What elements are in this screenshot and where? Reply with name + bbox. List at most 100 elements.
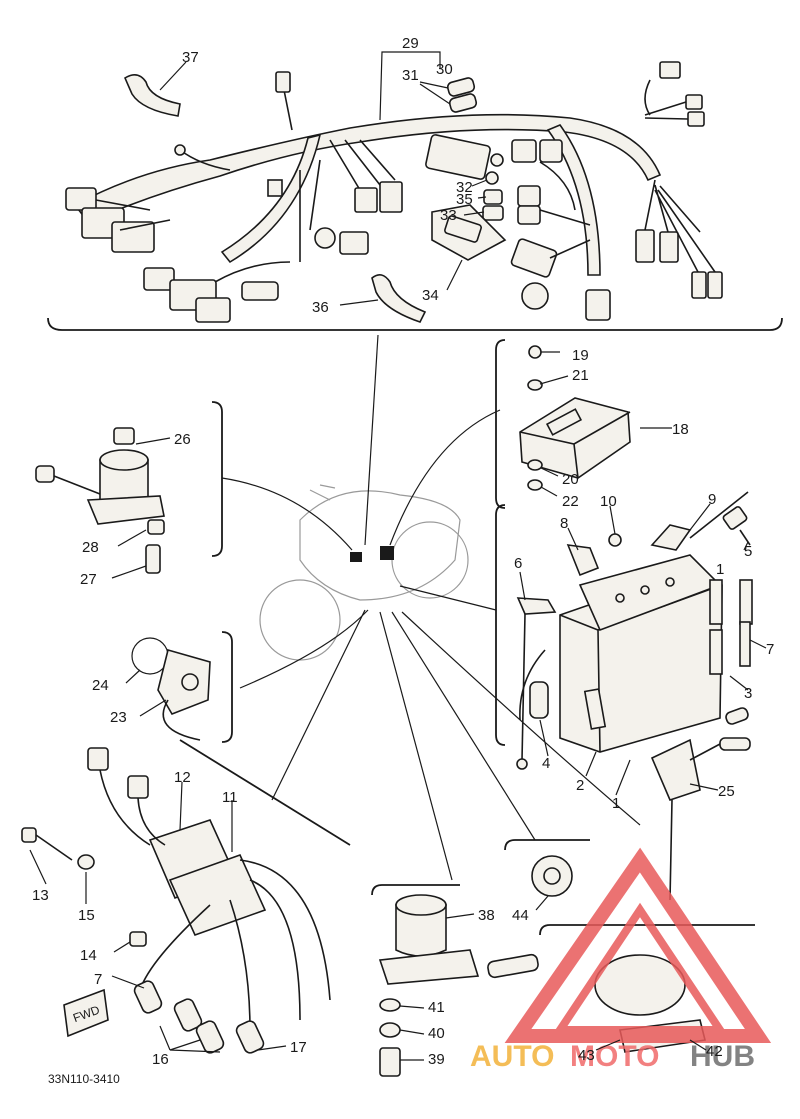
harness-branch-left	[220, 133, 322, 264]
harness-panel-bracket	[47, 317, 783, 331]
callout-1: 1	[716, 561, 724, 578]
damper-33	[482, 205, 504, 221]
main-switch-panel	[35, 401, 223, 574]
battery-band-8	[566, 544, 600, 577]
callout-7-ign: 7	[94, 971, 102, 988]
key-26	[35, 465, 55, 483]
callout-1b: 1	[612, 795, 620, 812]
callout-9: 9	[708, 491, 716, 508]
harness-branch-right	[546, 124, 601, 276]
callout-4: 4	[542, 755, 550, 772]
callout-33: 33	[440, 207, 457, 224]
watermark: AUTO MOTO HUB	[470, 847, 772, 1073]
callout-29: 29	[402, 35, 419, 52]
callout-12: 12	[174, 769, 191, 786]
collar-22	[527, 479, 543, 491]
callout-leaders	[29, 51, 767, 1061]
callout-40: 40	[428, 1025, 445, 1042]
battery-panel-bracket	[495, 504, 506, 746]
breather-pipe-1	[709, 579, 723, 625]
callout-3: 3	[744, 685, 752, 702]
horn-panel	[504, 839, 590, 897]
nut-20	[527, 459, 543, 471]
pickup-panel	[131, 631, 233, 743]
fwd-arrow-marker	[63, 988, 109, 1038]
wire-harness-panel	[47, 61, 783, 331]
neutral-switch-bracket	[371, 884, 460, 896]
callout-6: 6	[514, 555, 522, 572]
callout-19: 19	[572, 347, 589, 364]
screw-19	[528, 345, 560, 359]
washer-15	[77, 854, 95, 870]
relay-unit	[425, 134, 491, 180]
location-marker-relay	[350, 552, 362, 562]
center-connector-cluster	[143, 139, 403, 323]
diagram-code: 33N110-3410	[48, 1072, 120, 1086]
callout-15: 15	[78, 907, 95, 924]
fuse-30	[446, 77, 476, 97]
callout-37: 37	[182, 49, 199, 66]
washer-40	[379, 1022, 401, 1038]
breather-pipe-7	[739, 579, 753, 625]
watermark-moto: MOTO	[570, 1040, 659, 1073]
ecu-panel	[495, 339, 631, 509]
bolt-10	[608, 533, 622, 547]
left-connector-block	[65, 187, 171, 253]
ignition-coil-11	[168, 853, 267, 937]
callout-7: 7	[766, 641, 774, 658]
watermark-auto: AUTO	[470, 1040, 554, 1073]
callout-18: 18	[672, 421, 689, 438]
callout-24: 24	[92, 677, 109, 694]
callout-17: 17	[290, 1039, 307, 1056]
callout-43: 43	[578, 1047, 595, 1064]
starter-bracket	[539, 924, 755, 936]
plug-cap-16	[195, 1020, 225, 1054]
callout-28: 28	[82, 539, 99, 556]
callout-8: 8	[560, 515, 568, 532]
ignition-panel-bracket	[179, 739, 351, 846]
horn-bracket	[504, 839, 590, 851]
washer-41	[379, 998, 401, 1012]
battery-panel	[495, 491, 753, 770]
motorcycle-outline	[259, 484, 469, 661]
callout-16: 16	[152, 1051, 169, 1068]
collar-35	[483, 189, 503, 205]
callout-22: 22	[562, 493, 579, 510]
fuse-31	[448, 93, 478, 113]
location-marker-battery	[380, 546, 394, 560]
callout-21: 21	[572, 367, 589, 384]
breather-pipe-7b	[739, 621, 751, 667]
callout-30: 30	[436, 61, 453, 78]
harness-clamp-36	[371, 274, 427, 323]
callout-14: 14	[80, 947, 97, 964]
neutral-switch-panel	[371, 884, 539, 1077]
callout-44: 44	[512, 907, 529, 924]
callout-39: 39	[428, 1051, 445, 1068]
callout-26: 26	[174, 431, 191, 448]
cover-6	[516, 597, 557, 615]
ignition-coil-panel: FWD	[21, 739, 351, 1054]
holder-4	[529, 681, 549, 719]
callout-35: 35	[456, 191, 473, 208]
callout-20: 20	[562, 471, 579, 488]
callout-2: 2	[576, 777, 584, 794]
screw-32	[485, 171, 499, 185]
ecu-unit-18	[519, 397, 631, 479]
watermark-triangle	[504, 847, 772, 1043]
holder-9	[650, 524, 692, 551]
callout-36: 36	[312, 299, 329, 316]
callout-27: 27	[80, 571, 97, 588]
main-wire-harness	[73, 113, 662, 223]
callout-32: 32	[456, 179, 473, 196]
callout-labels: 37 29 31 30 32 35 33 34 36 19 21 18 20 2…	[32, 35, 774, 1068]
callout-13: 13	[32, 887, 49, 904]
relay-25	[650, 738, 701, 801]
bolt-27	[145, 544, 161, 574]
main-switch-bracket	[211, 401, 223, 557]
watermark-hub: HUB	[690, 1040, 755, 1073]
callout-5: 5	[744, 543, 752, 560]
callout-25: 25	[718, 783, 735, 800]
callout-42: 42	[706, 1043, 723, 1060]
nut-14	[129, 931, 147, 947]
